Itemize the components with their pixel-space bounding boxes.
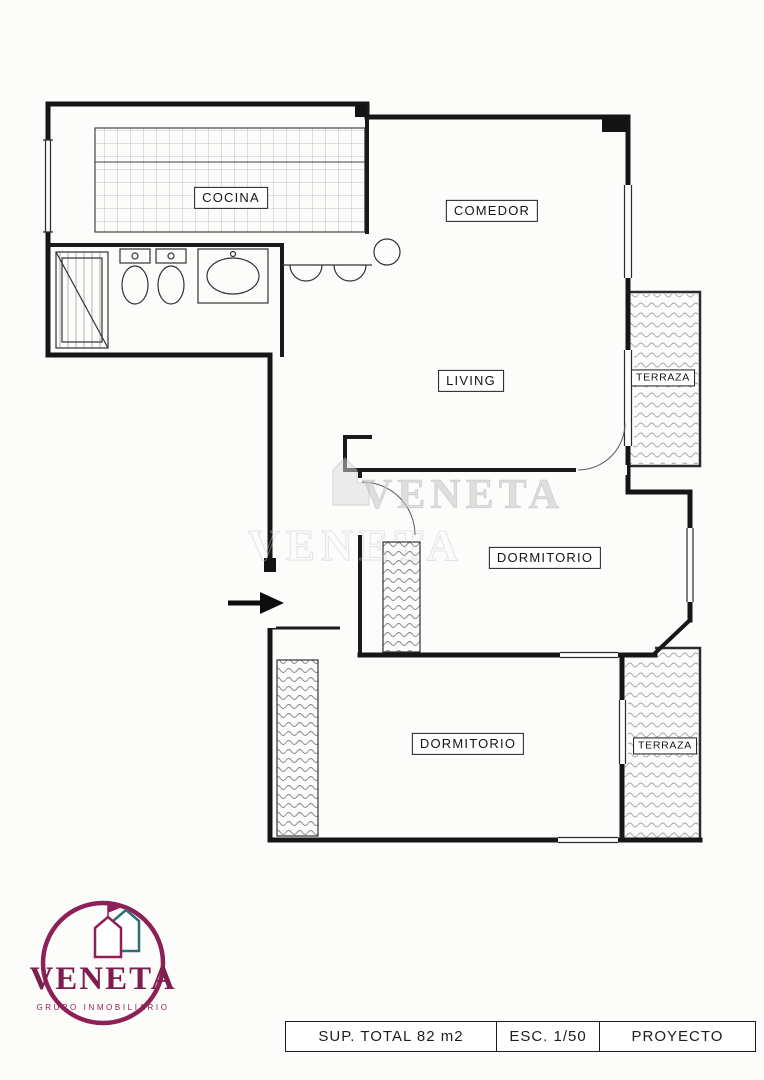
room-label-dormitorio-2: DORMITORIO	[411, 732, 525, 756]
sink-vanity-icon	[197, 248, 269, 304]
title-block-scale: ESC. 1/50	[496, 1022, 599, 1051]
watermark-text: VENETA	[362, 472, 564, 518]
terrace-railings	[628, 290, 702, 840]
veneta-logo: VENETA GRUPO INMOBILIARIO	[20, 895, 186, 1035]
title-block-project: PROYECTO	[599, 1022, 755, 1051]
entry-arrow-icon	[228, 592, 284, 614]
room-label-living: LIVING	[438, 369, 504, 393]
closet-dormitorio-2	[276, 659, 319, 837]
logo-tagline-text: GRUPO INMOBILIARIO	[36, 1003, 170, 1012]
bidet-icon	[155, 248, 187, 305]
room-label-terraza-top: TERRAZA	[631, 369, 695, 387]
title-block: SUP. TOTAL 82 m2 ESC. 1/50 PROYECTO	[285, 1021, 756, 1052]
shower-icon	[55, 251, 109, 349]
toilet-icon	[119, 248, 151, 305]
room-label-comedor: COMEDOR	[445, 199, 539, 223]
logo-circle	[40, 900, 166, 1026]
room-label-dormitorio-1: DORMITORIO	[488, 546, 602, 570]
watermark-text-ghost: VENETA	[248, 521, 464, 570]
diagonal-wall	[650, 618, 692, 658]
logo-graphic	[40, 900, 166, 1026]
room-label-cocina: COCINA	[194, 186, 268, 210]
title-block-total-area: SUP. TOTAL 82 m2	[318, 1028, 464, 1045]
bathroom-fixtures	[55, 248, 269, 349]
kitchen-counter-tiles	[94, 127, 366, 233]
window-lines	[43, 139, 694, 844]
dining-bar-elements	[282, 238, 401, 282]
wall-corner-blocks	[264, 104, 628, 572]
watermark-castle-icon	[332, 457, 370, 506]
closet-dormitorio-1	[382, 541, 421, 653]
veneta-watermark: VENETA VENETA	[248, 457, 564, 571]
castle-icon	[93, 903, 141, 959]
door-swings	[361, 422, 626, 536]
room-label-terraza-bottom: TERRAZA	[633, 737, 697, 755]
logo-brand-text: VENETA	[29, 961, 177, 997]
